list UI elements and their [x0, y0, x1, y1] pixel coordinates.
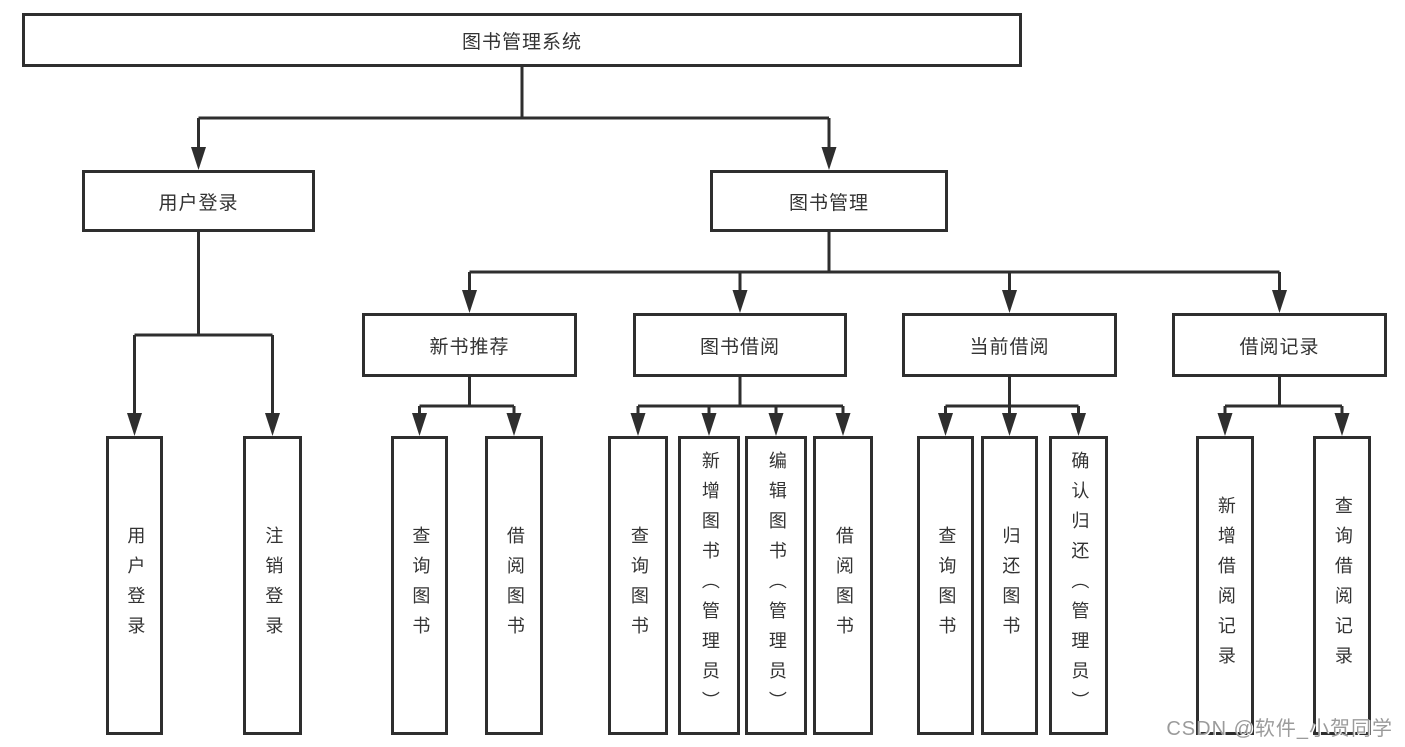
leaf-query-books-current: 查询图书	[917, 436, 974, 735]
node-label: 查询图书	[936, 525, 957, 646]
leaf-confirm-return-admin: 确认归还（管理员）	[1049, 436, 1108, 735]
node-label: 注销登录	[263, 525, 284, 646]
leaf-query-books-borrow: 查询图书	[608, 436, 668, 735]
connector-elbows	[133, 67, 1344, 418]
leaf-borrow-books-recommend: 借阅图书	[485, 436, 543, 735]
node-label: 用户登录	[158, 192, 239, 214]
node-label: 编辑图书（管理员）	[766, 450, 787, 721]
node-label: 查询借阅记录	[1332, 495, 1353, 676]
node-label: 新增借阅记录	[1215, 495, 1236, 676]
node-label: 当前借阅	[969, 336, 1050, 358]
leaf-logout: 注销登录	[243, 436, 302, 735]
node-user-login: 用户登录	[82, 170, 315, 232]
csdn-watermark: CSDN @软件_小贺同学	[1166, 718, 1393, 740]
node-label: 借阅图书	[504, 525, 525, 646]
node-system-root: 图书管理系统	[22, 13, 1022, 67]
node-label: 借阅记录	[1239, 336, 1320, 358]
node-label: 新增图书（管理员）	[699, 450, 720, 721]
leaf-add-book-admin: 新增图书（管理员）	[678, 436, 740, 735]
node-borrow-records: 借阅记录	[1172, 313, 1387, 377]
node-label: 图书借阅	[699, 336, 780, 358]
leaf-query-books-recommend: 查询图书	[391, 436, 448, 735]
node-new-book-recommend: 新书推荐	[362, 313, 577, 377]
node-label: 归还图书	[1000, 525, 1021, 646]
leaf-query-borrow-record: 查询借阅记录	[1313, 436, 1371, 735]
node-book-management: 图书管理	[710, 170, 948, 232]
leaf-edit-book-admin: 编辑图书（管理员）	[745, 436, 807, 735]
node-label: 图书管理	[788, 192, 869, 214]
leaf-borrow-books: 借阅图书	[813, 436, 873, 735]
node-label: 查询图书	[410, 525, 431, 646]
node-label: 新书推荐	[429, 336, 510, 358]
node-label: 图书管理系统	[461, 31, 582, 53]
leaf-return-books: 归还图书	[981, 436, 1038, 735]
leaf-add-borrow-record: 新增借阅记录	[1196, 436, 1254, 735]
node-book-borrow: 图书借阅	[633, 313, 847, 377]
node-current-borrow: 当前借阅	[902, 313, 1117, 377]
node-label: 借阅图书	[833, 525, 854, 646]
connector-arrowheads	[127, 147, 1350, 436]
node-label: 用户登录	[125, 525, 146, 646]
node-label: 查询图书	[628, 525, 649, 646]
leaf-user-login: 用户登录	[106, 436, 163, 735]
node-label: 确认归还（管理员）	[1069, 450, 1090, 721]
